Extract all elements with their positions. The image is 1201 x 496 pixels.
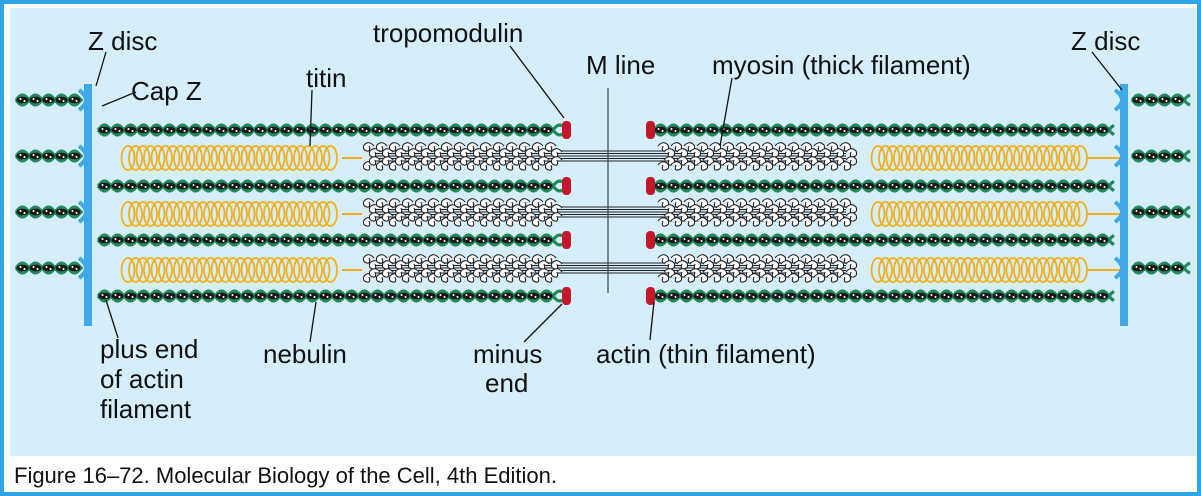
- myosin-thick-filament: [362, 254, 858, 283]
- label-minus-end-line2: end: [485, 368, 529, 398]
- actin-filament-outside-right: [1130, 205, 1191, 219]
- leader-line: [1091, 51, 1123, 91]
- leader-line: [719, 77, 733, 147]
- label-cap-z: Cap Z: [131, 76, 202, 106]
- label-plus-end-line1: plus end: [100, 334, 199, 364]
- label-z-disc-right: Z disc: [1071, 26, 1141, 56]
- tropomodulin-cap-left: [562, 177, 571, 195]
- leader-line: [95, 51, 107, 87]
- label-tropomodulin: tropomodulin: [373, 18, 524, 48]
- label-actin: actin (thin filament): [596, 339, 816, 369]
- label-plus-end-line3: filament: [100, 394, 192, 424]
- leader-line: [649, 301, 655, 341]
- actin-filament-outside-left: [14, 261, 84, 275]
- actin-filament-outside-right: [1130, 149, 1191, 163]
- sarcomere-diagram-panel: Z disc Cap Z titin tropomodulin M line m…: [10, 8, 1196, 456]
- leader-line: [509, 45, 565, 119]
- leader-line: [309, 89, 313, 147]
- leader-line: [309, 301, 317, 343]
- figure-caption: Figure 16–72. Molecular Biology of the C…: [14, 463, 557, 488]
- tropomodulin-cap-right: [646, 287, 655, 305]
- tropomodulin-cap-left: [562, 287, 571, 305]
- actin-filament-right: [652, 233, 1115, 247]
- label-myosin: myosin (thick filament): [712, 50, 971, 80]
- tropomodulin-cap-right: [646, 177, 655, 195]
- titin-coil-left: [120, 257, 362, 283]
- actin-filament-outside-left: [14, 205, 84, 219]
- label-plus-end-line2: of actin: [100, 364, 184, 394]
- label-titin: titin: [306, 63, 347, 93]
- actin-filament-left: [96, 179, 563, 193]
- tropomodulin-cap-right: [646, 231, 655, 249]
- sarcomere-diagram: [14, 45, 1191, 343]
- titin-coil-left: [120, 201, 362, 227]
- titin-coil-right: [870, 257, 1112, 283]
- label-nebulin: nebulin: [263, 339, 347, 369]
- actin-filament-left: [96, 233, 563, 247]
- titin-coil-right: [870, 145, 1112, 171]
- myosin-thick-filament: [362, 198, 858, 227]
- actin-filament-outside-left: [14, 149, 84, 163]
- titin-coil-right: [870, 201, 1112, 227]
- label-minus-end-line1: minus: [473, 339, 543, 369]
- actin-filament-left: [96, 289, 563, 303]
- leader-line: [105, 299, 119, 339]
- label-m-line: M line: [586, 50, 656, 80]
- actin-filament-left: [96, 123, 563, 137]
- actin-filament-outside-left: [14, 93, 84, 107]
- myosin-thick-filament: [362, 142, 858, 171]
- leader-line: [101, 91, 137, 107]
- actin-filament-right: [652, 289, 1115, 303]
- actin-filament-outside-right: [1130, 261, 1191, 275]
- titin-coil-left: [120, 145, 362, 171]
- tropomodulin-cap-left: [562, 231, 571, 249]
- z-disc-left: [77, 84, 92, 326]
- z-disc-right: [1113, 84, 1128, 326]
- actin-filament-right: [652, 123, 1115, 137]
- actin-filament-outside-right: [1130, 93, 1191, 107]
- tropomodulin-cap-left: [562, 121, 571, 139]
- leader-line: [523, 303, 563, 343]
- actin-filament-right: [652, 179, 1115, 193]
- label-z-disc-left: Z disc: [88, 26, 158, 56]
- tropomodulin-cap-right: [646, 121, 655, 139]
